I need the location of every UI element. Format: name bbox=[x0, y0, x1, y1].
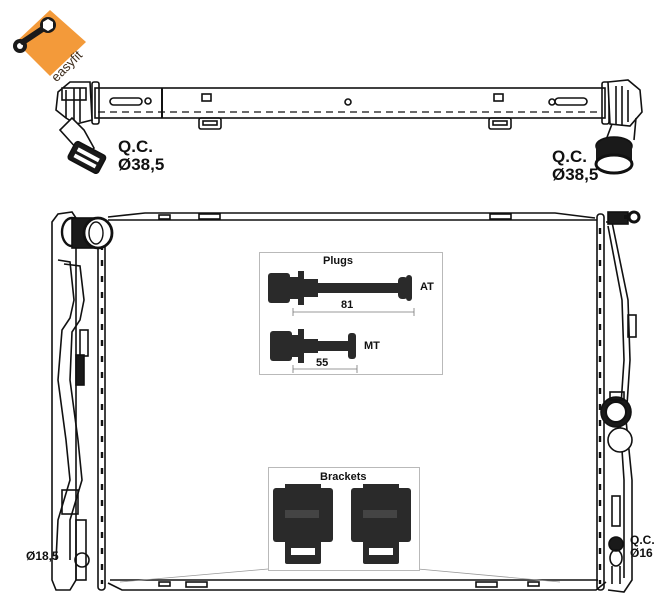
right-top-qc-label: Q.C. Ø38,5 bbox=[552, 148, 598, 184]
qc-type: Q.C. bbox=[630, 533, 655, 547]
plugs-drawing bbox=[268, 271, 415, 373]
plugs-title: Plugs bbox=[323, 255, 353, 267]
qc-diameter: Ø38,5 bbox=[118, 154, 165, 174]
top-tank bbox=[55, 79, 643, 175]
right-bottom-qc-label: Q.C. Ø16 bbox=[630, 534, 655, 559]
mt-plug-icon bbox=[270, 329, 356, 363]
at-plug-icon bbox=[268, 271, 412, 305]
qc-type: Q.C. bbox=[552, 147, 587, 166]
left-side-diameter-label: Ø18,5 bbox=[26, 549, 59, 563]
brackets-inset: Brackets bbox=[268, 467, 420, 571]
mt-tag: MT bbox=[364, 340, 380, 352]
plugs-inset: Plugs bbox=[259, 252, 443, 375]
brackets-title: Brackets bbox=[320, 471, 367, 483]
bracket-icon bbox=[273, 484, 333, 564]
qc-diameter: Ø38,5 bbox=[552, 164, 599, 184]
bracket-icon bbox=[351, 484, 411, 564]
easyfit-logo: easyfit bbox=[8, 8, 88, 85]
qc-type: Q.C. bbox=[118, 137, 153, 156]
mt-length: 55 bbox=[316, 357, 329, 369]
at-tag: AT bbox=[420, 281, 434, 293]
at-length: 81 bbox=[341, 299, 354, 311]
wrench-icon bbox=[13, 10, 86, 76]
left-top-qc-label: Q.C. Ø38,5 bbox=[118, 138, 164, 174]
brackets-drawing bbox=[273, 484, 411, 564]
radiator-core bbox=[51, 210, 641, 593]
qc-diameter: Ø16 bbox=[630, 545, 653, 560]
